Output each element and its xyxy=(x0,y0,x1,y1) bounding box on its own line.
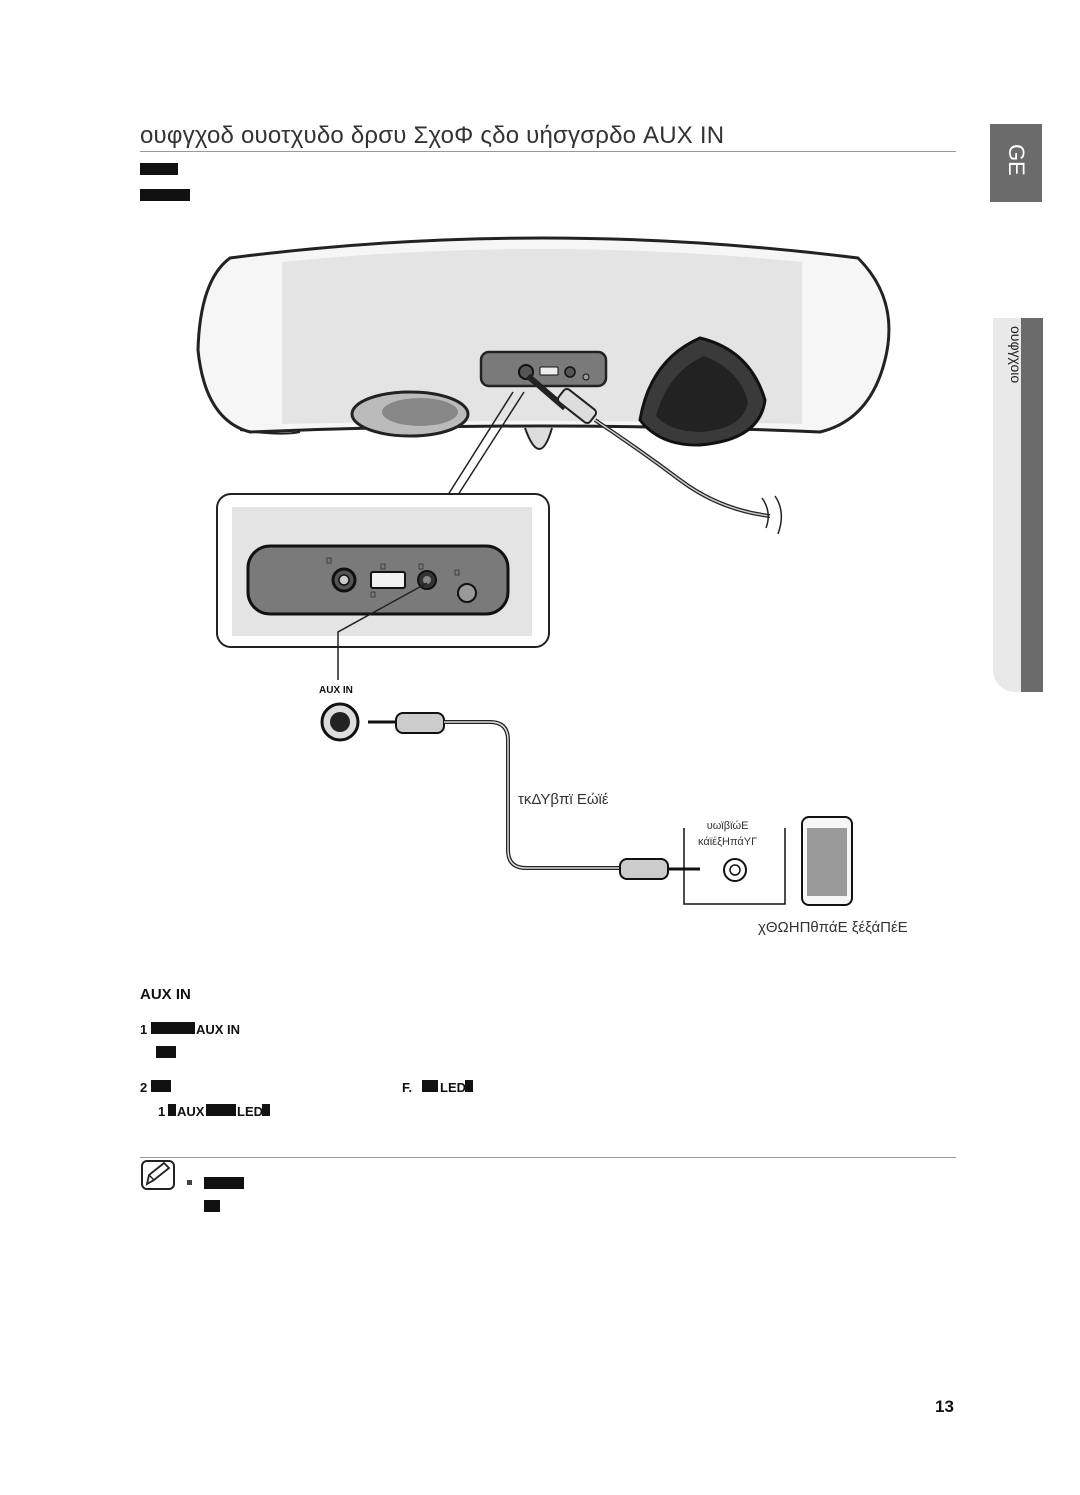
note-bullet xyxy=(187,1180,192,1185)
redacted-text xyxy=(262,1104,270,1116)
redacted-text xyxy=(151,1080,171,1092)
redacted-text xyxy=(465,1080,473,1092)
redacted-text xyxy=(422,1080,438,1092)
step-2-sub-led: LED xyxy=(237,1104,263,1119)
audio-out-label-line1: υωϊβϊώΕ xyxy=(706,820,749,832)
step-2-f: F. xyxy=(402,1080,413,1095)
redacted-text xyxy=(168,1104,176,1116)
language-tab: GE xyxy=(990,124,1042,202)
device-label: χΘΩΗΠθπάΕ ξέξάΠέΕ xyxy=(758,919,908,936)
section-tab-label: ουφγχοιο xyxy=(1008,326,1024,384)
connection-illustration xyxy=(196,236,891,906)
step-2-number: 2 xyxy=(140,1080,148,1095)
aux-cable xyxy=(320,702,700,880)
audio-device xyxy=(683,816,853,906)
speaker-illustration xyxy=(196,236,891,535)
cable-label: τκΔΥβπϊ Εώϊέ xyxy=(518,791,609,808)
redacted-text xyxy=(156,1046,176,1058)
step-2-led: LED xyxy=(440,1080,466,1095)
step-2-sub-number: 1 xyxy=(158,1104,166,1119)
aux-in-port-label: AUX IN xyxy=(319,685,353,696)
audio-out-label-line2: κάϊέξΗπάΥΓ xyxy=(698,836,758,848)
redacted-text xyxy=(204,1200,220,1212)
redacted-text xyxy=(204,1177,244,1189)
section-heading: AUX IN xyxy=(140,986,191,1003)
redacted-text xyxy=(206,1104,236,1116)
note-icon xyxy=(141,1160,175,1190)
redacted-text xyxy=(151,1022,195,1034)
step-2-sub-aux: AUX xyxy=(177,1104,205,1119)
step-1-number: 1 xyxy=(140,1022,148,1037)
note-divider xyxy=(140,1157,956,1158)
redacted-text xyxy=(140,189,190,201)
page-title: ουφγχοδ ουοτχυδο δρσυ ΣχοΦ ςδο υήσγσρδο … xyxy=(140,122,725,149)
audio-out-label: υωϊβϊώΕ κάϊέξΗπάΥΓ xyxy=(698,818,757,850)
section-tab: ουφγχοιο xyxy=(993,318,1043,692)
step-1-aux-in: AUX IN xyxy=(196,1022,241,1037)
port-panel-zoom xyxy=(216,493,550,680)
page-number: 13 xyxy=(935,1397,954,1416)
title-divider xyxy=(140,151,956,152)
section-tab-bar xyxy=(1021,318,1043,692)
redacted-text xyxy=(140,163,178,175)
